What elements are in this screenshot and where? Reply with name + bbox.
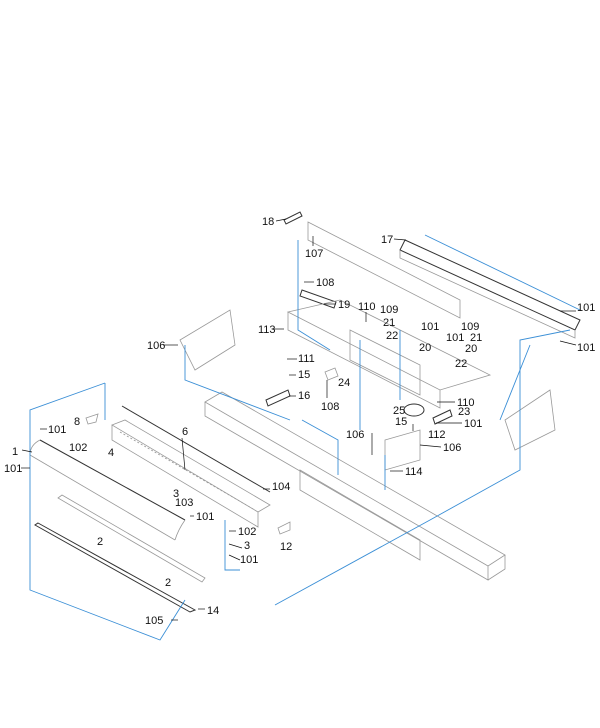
bracket-106-right: [504, 389, 556, 451]
label-22: 22: [386, 330, 398, 342]
leader-lines: [21, 218, 577, 621]
part-18: [283, 211, 303, 225]
label-21: 21: [383, 317, 395, 329]
part-19: [299, 289, 337, 309]
tray-assembly: [111, 405, 271, 528]
label-106: 106: [346, 429, 364, 441]
bracket-107: [307, 221, 461, 319]
part-8: [85, 413, 99, 425]
label-2: 2: [97, 536, 103, 548]
label-12: 12: [280, 541, 292, 553]
label-19: 19: [338, 299, 350, 311]
label-21: 21: [470, 332, 482, 344]
label-102: 102: [238, 526, 256, 538]
label-18: 18: [262, 216, 274, 228]
label-22: 22: [455, 358, 467, 370]
label-101: 101: [196, 511, 214, 523]
bar-2: [57, 494, 206, 583]
label-101: 101: [4, 463, 22, 475]
rail-105: [34, 522, 197, 613]
label-104: 104: [272, 481, 290, 493]
label-20: 20: [419, 342, 431, 354]
bracket-106-left: [179, 309, 236, 371]
part-24: [324, 367, 339, 381]
label-3: 3: [244, 540, 250, 552]
label-8: 8: [74, 416, 80, 428]
label-20: 20: [465, 343, 477, 355]
part-114: [384, 429, 421, 471]
label-109: 109: [380, 304, 398, 316]
label-6: 6: [182, 426, 188, 438]
label-105: 105: [145, 615, 163, 627]
label-108: 108: [321, 401, 339, 413]
label-107: 107: [305, 248, 323, 260]
part-16: [265, 389, 291, 407]
label-15: 15: [395, 416, 407, 428]
label-112: 112: [428, 429, 446, 441]
label-23: 23: [458, 406, 470, 418]
label-24: 24: [338, 377, 350, 389]
cover-1: [29, 439, 186, 541]
label-4: 4: [108, 447, 114, 459]
label-2: 2: [165, 577, 171, 589]
rail-17: [399, 239, 581, 339]
label-110: 110: [358, 301, 376, 313]
label-110: 110: [457, 397, 475, 409]
label-108: 108: [316, 277, 334, 289]
label-17: 17: [381, 234, 393, 246]
center-assembly: [286, 299, 492, 409]
label-101: 101: [577, 342, 595, 354]
label-106: 106: [147, 340, 165, 352]
label-16: 16: [298, 390, 310, 402]
label-113: 113: [258, 324, 276, 336]
label-102: 102: [69, 442, 87, 454]
label-101: 101: [421, 321, 439, 333]
label-101: 101: [446, 332, 464, 344]
label-3: 3: [173, 488, 179, 500]
label-106: 106: [443, 442, 461, 454]
part-12: [277, 521, 291, 535]
label-101: 101: [464, 418, 482, 430]
reference-lines: [29, 234, 581, 641]
label-101: 101: [48, 424, 66, 436]
label-103: 103: [175, 497, 193, 509]
label-1: 1: [12, 446, 18, 458]
label-114: 114: [405, 466, 423, 478]
part-labels: 18 107 17 108 19 110 109 101 21 113 22 2…: [4, 216, 595, 627]
label-101: 101: [577, 302, 595, 314]
main-frame: [204, 391, 506, 581]
part-25: [403, 403, 425, 417]
part-23: [432, 409, 453, 425]
label-101: 101: [240, 554, 258, 566]
label-111: 111: [298, 353, 315, 365]
label-109: 109: [461, 321, 479, 333]
label-15: 15: [298, 369, 310, 381]
label-14: 14: [207, 605, 219, 617]
label-25: 25: [393, 405, 405, 417]
